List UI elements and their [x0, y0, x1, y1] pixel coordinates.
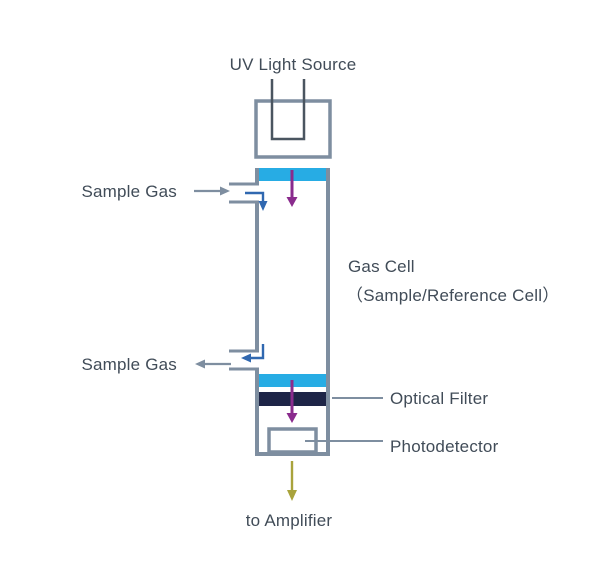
to-amplifier-label: to Amplifier — [245, 511, 333, 530]
optical-filter-label: Optical Filter — [390, 389, 489, 408]
uv-light-arrowhead-top-icon — [286, 197, 298, 207]
gas-outlet-arrowhead-icon — [195, 359, 205, 369]
uv-light-path — [286, 170, 298, 423]
detector-section — [259, 392, 383, 454]
sample-gas-outlet-label: Sample Gas — [81, 355, 177, 374]
inlet-flow-arrowhead-icon — [258, 201, 268, 211]
outlet-pipe-lines — [229, 349, 259, 371]
uv-light-arrowhead-bottom-icon — [286, 413, 298, 423]
gas-outlet-pipe — [195, 344, 265, 371]
sample-gas-inlet-label: Sample Gas — [81, 182, 177, 201]
uv-light-source-label: UV Light Source — [229, 55, 357, 74]
amplifier-arrowhead-icon — [287, 490, 297, 501]
gas-cell-label-line1: Gas Cell — [348, 257, 415, 276]
outlet-flow-arrow — [250, 344, 265, 360]
gas-cell-label-line2: （Sample/Reference Cell） — [346, 286, 560, 305]
lamp-electrodes — [270, 79, 306, 141]
inlet-pipe-lines — [229, 182, 259, 204]
inlet-flow-arrow — [245, 191, 265, 202]
lamp-housing — [254, 99, 332, 159]
photodetector-label: Photodetector — [390, 437, 499, 456]
uv-lamp — [254, 79, 332, 159]
outlet-flow-arrowhead-icon — [241, 353, 251, 363]
amplifier-signal — [287, 461, 297, 501]
gas-inlet-arrowhead-icon — [220, 186, 230, 196]
gas-inlet-pipe — [194, 182, 268, 211]
